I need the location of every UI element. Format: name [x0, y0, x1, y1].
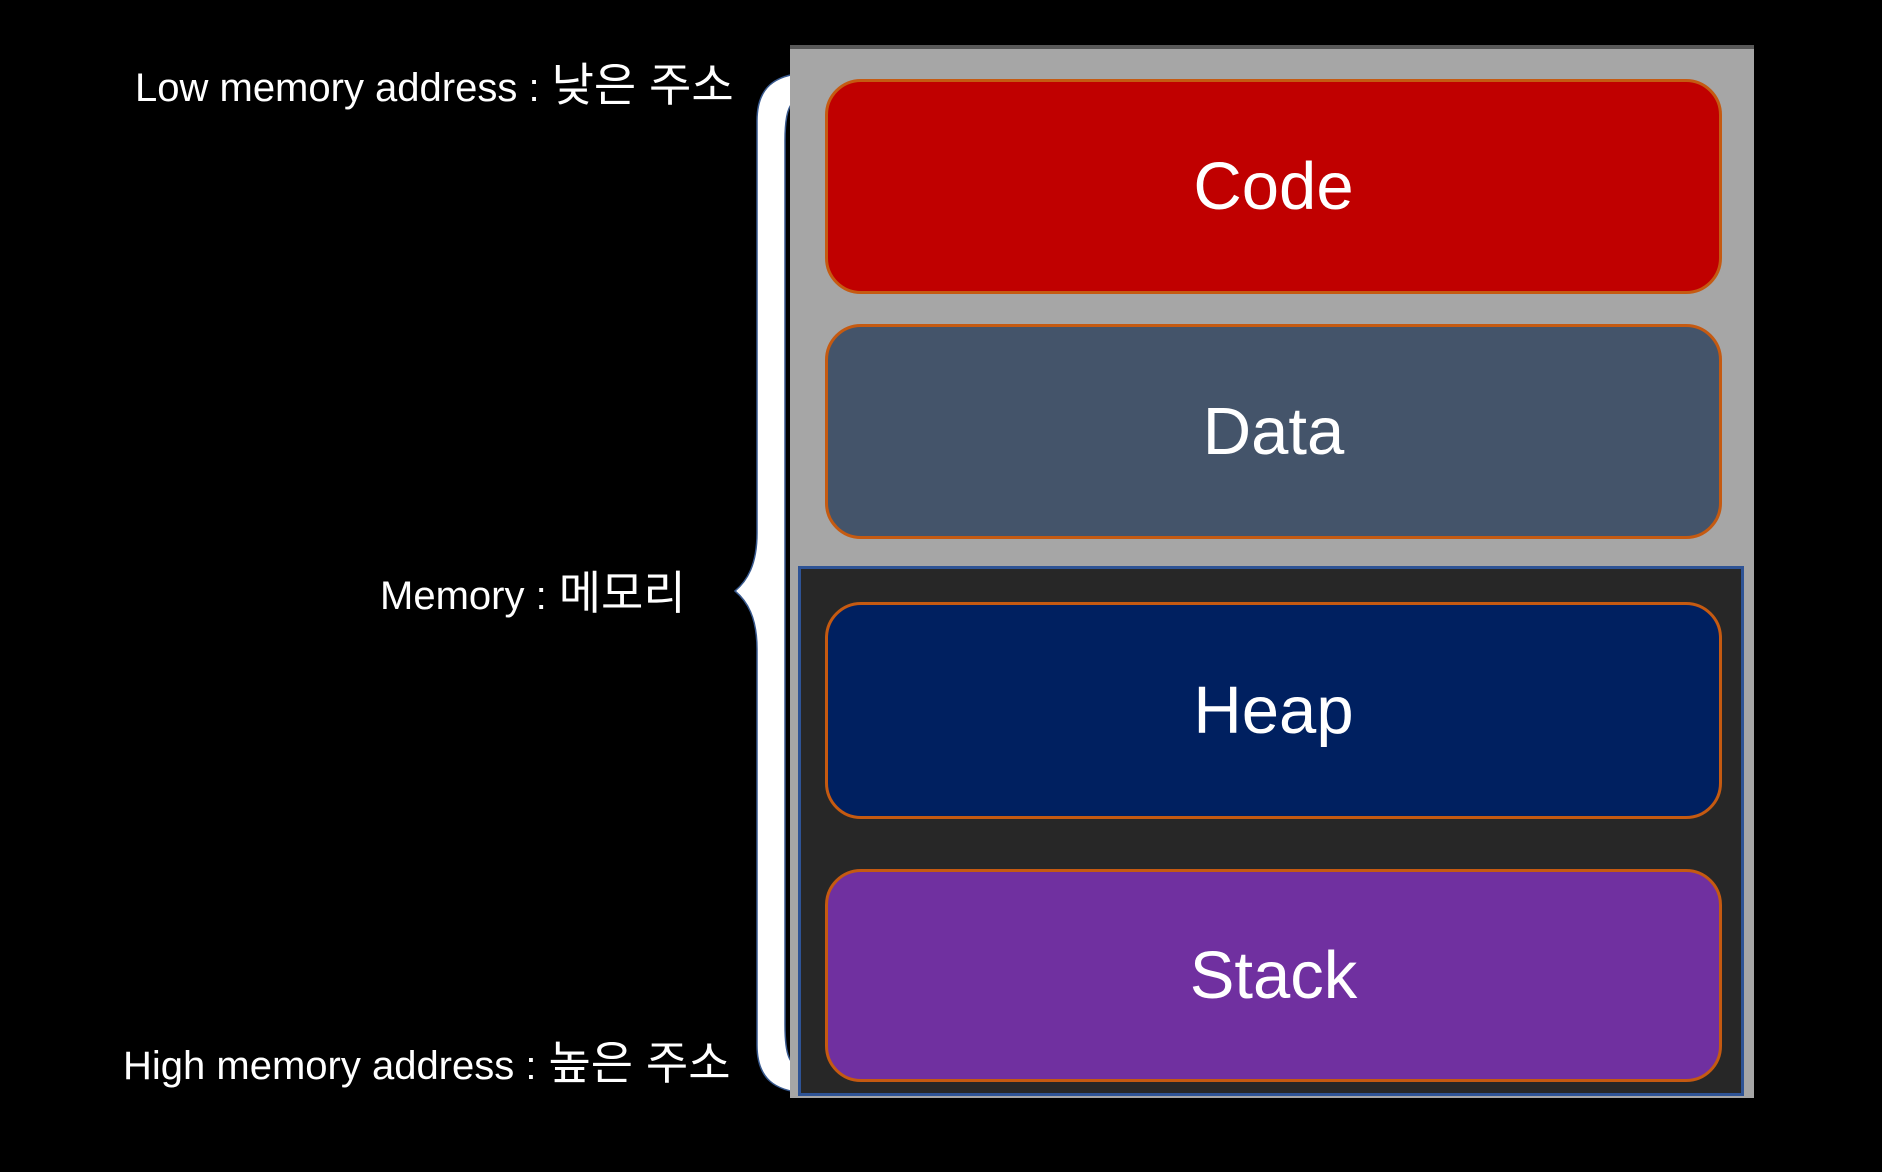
label-low-memory-address-en: Low memory address :	[135, 66, 540, 110]
label-low-memory-address-ko: 낮은 주소	[551, 59, 734, 111]
memory-panel: Code Data Heap Stack	[790, 45, 1754, 1098]
memory-block-stack: Stack	[825, 869, 1722, 1082]
memory-block-heap: Heap	[825, 602, 1722, 819]
memory-block-heap-label: Heap	[1193, 673, 1354, 748]
memory-block-stack-label: Stack	[1189, 938, 1358, 1013]
memory-block-data: Data	[825, 324, 1722, 539]
label-high-memory-address-en: High memory address :	[123, 1044, 537, 1088]
heap-stack-panel: Heap Stack	[798, 566, 1744, 1096]
label-low-memory-address: Low memory address : 낮은 주소	[135, 62, 734, 108]
memory-block-data-label: Data	[1202, 394, 1345, 469]
label-memory: Memory : 메모리	[380, 570, 686, 616]
label-high-memory-address: High memory address : 높은 주소	[123, 1040, 731, 1086]
label-memory-en: Memory :	[380, 574, 547, 618]
left-curly-brace-icon	[733, 73, 805, 1094]
memory-block-code: Code	[825, 79, 1722, 294]
memory-block-code-label: Code	[1193, 149, 1354, 224]
label-high-memory-address-ko: 높은 주소	[548, 1037, 731, 1089]
label-memory-ko: 메모리	[558, 567, 686, 619]
